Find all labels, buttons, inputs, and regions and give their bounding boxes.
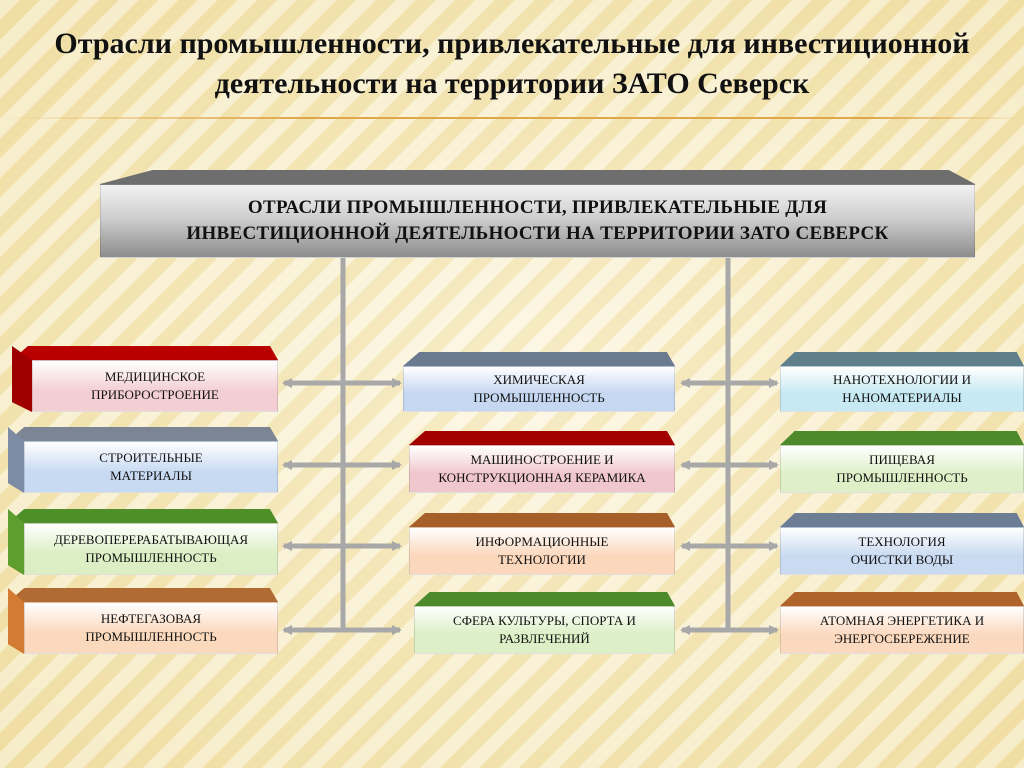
industry-box-label: ДЕРЕВОПЕРЕРАБАТЫВАЮЩАЯ ПРОМЫШЛЕННОСТЬ (24, 523, 278, 575)
industry-box-label: СФЕРА КУЛЬТУРЫ, СПОРТА И РАЗВЛЕЧЕНИЙ (414, 606, 675, 654)
industry-box-water: ТЕХНОЛОГИЯ ОЧИСТКИ ВОДЫ (780, 513, 1024, 575)
industry-box-top (403, 352, 675, 366)
industry-box-machinery: МАШИНОСТРОЕНИЕ И КОНСТРУКЦИОННАЯ КЕРАМИКА (409, 431, 675, 493)
industry-box-line-1: ТЕХНОЛОГИЯ (858, 534, 946, 549)
industry-box-label: НАНОТЕХНОЛОГИИ И НАНОМАТЕРИАЛЫ (780, 366, 1024, 412)
industry-box-top (780, 513, 1024, 527)
industry-box-label: НЕФТЕГАЗОВАЯ ПРОМЫШЛЕННОСТЬ (24, 602, 278, 654)
industry-box-top (8, 509, 278, 523)
industry-box-line-2: КОНСТРУКЦИОННАЯ КЕРАМИКА (438, 470, 646, 485)
industry-box-label: ИНФОРМАЦИОННЫЕ ТЕХНОЛОГИИ (409, 527, 675, 575)
industry-box-top (8, 427, 278, 441)
industry-box-building: СТРОИТЕЛЬНЫЕ МАТЕРИАЛЫ (8, 427, 278, 493)
industry-box-top (12, 346, 278, 360)
industry-box-label: МЕДИЦИНСКОЕ ПРИБОРОСТРОЕНИЕ (32, 360, 278, 412)
industry-box-line-1: ХИМИЧЕСКАЯ (493, 372, 585, 387)
industry-box-top (414, 592, 675, 606)
industry-box-line-2: НАНОМАТЕРИАЛЫ (842, 390, 962, 405)
industry-box-line-2: ПРОМЫШЛЕННОСТЬ (473, 390, 605, 405)
industry-box-label: АТОМНАЯ ЭНЕРГЕТИКА И ЭНЕРГОСБЕРЕЖЕНИЕ (780, 606, 1024, 654)
header-box-face: ОТРАСЛИ ПРОМЫШЛЕННОСТИ, ПРИВЛЕКАТЕЛЬНЫЕ … (100, 184, 975, 258)
industry-box-side (8, 588, 24, 654)
industry-box-line-1: МАШИНОСТРОЕНИЕ И (470, 452, 614, 467)
industry-box-line-1: СТРОИТЕЛЬНЫЕ (99, 450, 203, 465)
industry-box-line-2: ПРИБОРОСТРОЕНИЕ (91, 387, 219, 402)
industry-box-line-1: ИНФОРМАЦИОННЫЕ (475, 534, 609, 549)
header-box-line-1: ОТРАСЛИ ПРОМЫШЛЕННОСТИ, ПРИВЛЕКАТЕЛЬНЫЕ … (247, 197, 828, 218)
industry-box-label: МАШИНОСТРОЕНИЕ И КОНСТРУКЦИОННАЯ КЕРАМИКА (409, 445, 675, 493)
industry-box-chemical: ХИМИЧЕСКАЯ ПРОМЫШЛЕННОСТЬ (403, 352, 675, 412)
industry-box-line-2: РАЗВЛЕЧЕНИЙ (499, 631, 590, 646)
industry-box-nuclear: АТОМНАЯ ЭНЕРГЕТИКА И ЭНЕРГОСБЕРЕЖЕНИЕ (780, 592, 1024, 654)
industry-box-label: СТРОИТЕЛЬНЫЕ МАТЕРИАЛЫ (24, 441, 278, 493)
page-title: Отрасли промышленности, привлекательные … (0, 24, 1024, 104)
industry-box-label: ТЕХНОЛОГИЯ ОЧИСТКИ ВОДЫ (780, 527, 1024, 575)
industry-box-line-2: ОЧИСТКИ ВОДЫ (850, 552, 954, 567)
industry-box-line-2: ПРОМЫШЛЕННОСТЬ (85, 550, 217, 565)
header-box-line-2: ИНВЕСТИЦИОННОЙ ДЕЯТЕЛЬНОСТИ НА ТЕРРИТОРИ… (186, 223, 889, 244)
industry-box-label: ХИМИЧЕСКАЯ ПРОМЫШЛЕННОСТЬ (403, 366, 675, 412)
industry-box-line-1: ПИЩЕВАЯ (869, 452, 935, 467)
header-box: ОТРАСЛИ ПРОМЫШЛЕННОСТИ, ПРИВЛЕКАТЕЛЬНЫЕ … (100, 170, 975, 258)
industry-box-top (780, 592, 1024, 606)
industry-box-side (8, 427, 24, 493)
industry-box-top (780, 431, 1024, 445)
industry-box-oilgas: НЕФТЕГАЗОВАЯ ПРОМЫШЛЕННОСТЬ (8, 588, 278, 654)
industry-box-line-1: ДЕРЕВОПЕРЕРАБАТЫВАЮЩАЯ (53, 532, 249, 547)
industry-box-culture: СФЕРА КУЛЬТУРЫ, СПОРТА И РАЗВЛЕЧЕНИЙ (414, 592, 675, 654)
industry-box-line-2: ПРОМЫШЛЕННОСТЬ (836, 470, 968, 485)
industry-box-line-2: ЭНЕРГОСБЕРЕЖЕНИЕ (834, 631, 970, 646)
industry-box-line-2: ТЕХНОЛОГИИ (498, 552, 586, 567)
industry-box-food: ПИЩЕВАЯ ПРОМЫШЛЕННОСТЬ (780, 431, 1024, 493)
industry-box-side (12, 346, 32, 412)
industry-box-line-2: ПРОМЫШЛЕННОСТЬ (85, 629, 217, 644)
industry-box-medical: МЕДИЦИНСКОЕ ПРИБОРОСТРОЕНИЕ (12, 346, 278, 412)
industry-box-line-1: СФЕРА КУЛЬТУРЫ, СПОРТА И (453, 613, 636, 628)
industry-box-line-1: МЕДИЦИНСКОЕ (104, 369, 206, 384)
header-box-top (100, 170, 975, 184)
industry-box-top (780, 352, 1024, 366)
industry-box-top (409, 513, 675, 527)
title-divider (0, 117, 1024, 119)
industry-box-top (8, 588, 278, 602)
industry-box-top (409, 431, 675, 445)
industry-box-label: ПИЩЕВАЯ ПРОМЫШЛЕННОСТЬ (780, 445, 1024, 493)
industry-box-line-1: НАНОТЕХНОЛОГИИ И (832, 372, 972, 387)
industry-box-line-1: АТОМНАЯ ЭНЕРГЕТИКА И (819, 613, 985, 628)
industry-box-nano: НАНОТЕХНОЛОГИИ И НАНОМАТЕРИАЛЫ (780, 352, 1024, 412)
industry-box-line-1: НЕФТЕГАЗОВАЯ (100, 611, 202, 626)
industry-box-line-2: МАТЕРИАЛЫ (110, 468, 192, 483)
industry-box-side (8, 509, 24, 575)
page-title-text: Отрасли промышленности, привлекательные … (54, 27, 970, 100)
industry-box-wood: ДЕРЕВОПЕРЕРАБАТЫВАЮЩАЯ ПРОМЫШЛЕННОСТЬ (8, 509, 278, 575)
industry-box-it: ИНФОРМАЦИОННЫЕ ТЕХНОЛОГИИ (409, 513, 675, 575)
